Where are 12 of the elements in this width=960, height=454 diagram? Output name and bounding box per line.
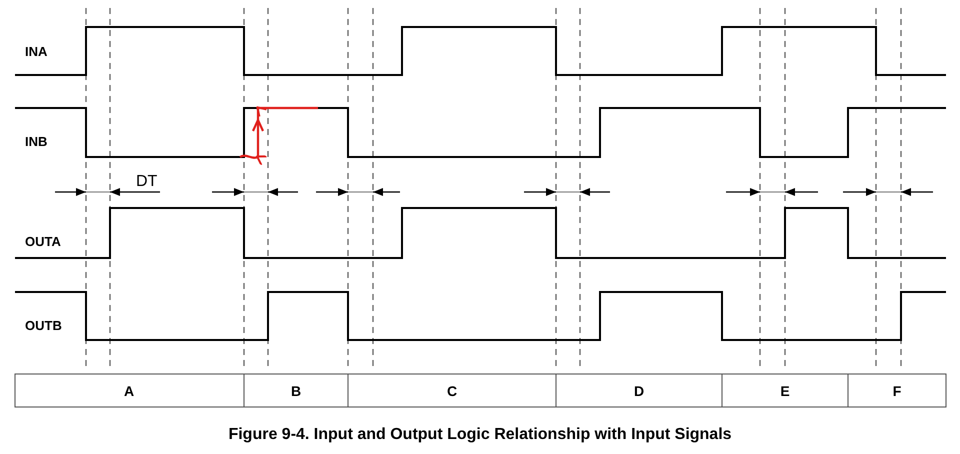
signal-name: OUTA xyxy=(25,235,61,248)
segment-label: C xyxy=(446,384,458,398)
signal-name: INA xyxy=(25,45,48,58)
segment-label: A xyxy=(124,384,134,398)
segment-label: F xyxy=(892,384,902,398)
signal-name: OUTB xyxy=(25,319,62,332)
segment-label: E xyxy=(780,384,790,398)
figure-caption: Figure 9-4. Input and Output Logic Relationship with Input Signals xyxy=(228,427,732,443)
signal-name: INB xyxy=(25,135,48,148)
dimension-label: DT xyxy=(136,174,158,190)
segment-label: B xyxy=(290,384,302,398)
segment-label: D xyxy=(634,384,644,398)
